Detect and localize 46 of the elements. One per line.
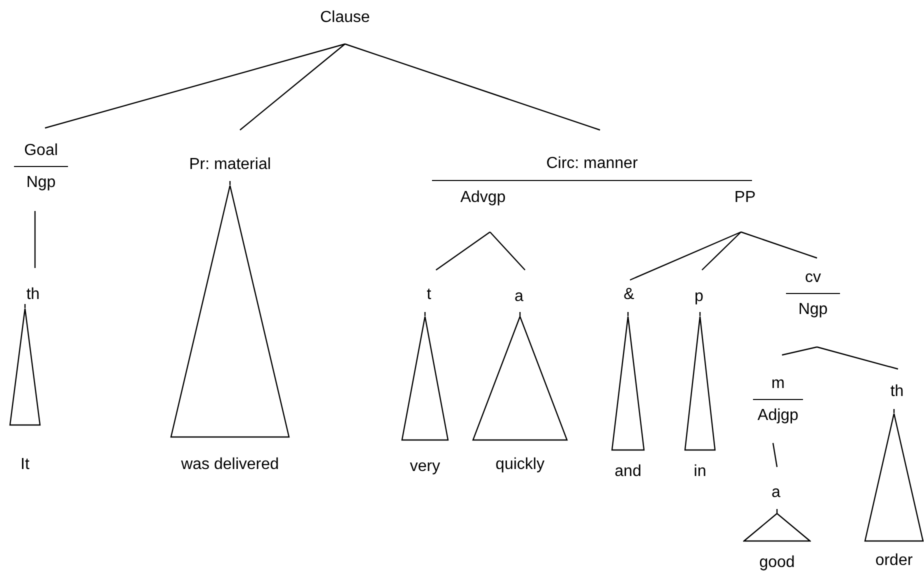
function-label: p [694, 288, 704, 306]
word-label: and [614, 463, 642, 481]
branch-line [816, 346, 898, 370]
word-label: quickly [496, 456, 544, 474]
branch-line [344, 43, 600, 131]
class-label: Ngp [26, 174, 56, 192]
class-label: Ngp [798, 301, 828, 319]
function-label: a [514, 288, 524, 306]
branch-line [627, 312, 629, 316]
branch-line [24, 304, 26, 308]
word-label: was delivered [181, 456, 279, 474]
branch-line [630, 231, 742, 281]
branch-line [44, 43, 346, 129]
branch-line [490, 232, 526, 270]
branch-line [782, 346, 818, 356]
function-label: Pr: material [189, 156, 271, 174]
branch-line [519, 312, 521, 316]
branch-line [240, 44, 346, 130]
function-label: m [771, 375, 785, 393]
function-label: th [890, 383, 904, 401]
function-label: Clause [320, 9, 370, 27]
branch-line [702, 232, 742, 270]
branch-line [34, 211, 36, 268]
function-label: t [426, 286, 432, 304]
function-label: cv [805, 269, 821, 287]
branch-line [776, 509, 778, 513]
function-label: & [624, 286, 634, 304]
function-label: Circ: manner [546, 155, 638, 173]
function-label: th [26, 286, 40, 304]
word-label: It [20, 456, 30, 474]
branch-line [699, 312, 701, 316]
word-label: order [875, 552, 913, 570]
class-label: Adjgp [758, 407, 798, 425]
function-label: Advgp [460, 189, 506, 207]
branch-line [424, 312, 426, 316]
function-label: Goal [24, 142, 58, 160]
word-label: good [759, 554, 795, 571]
function-label: a [772, 484, 780, 502]
branch-line [229, 181, 231, 185]
branch-line [893, 409, 895, 413]
branch-line [772, 442, 778, 468]
function-label: PP [734, 189, 756, 207]
branch-line [740, 231, 818, 259]
branch-line [436, 232, 490, 270]
word-label: in [694, 463, 706, 481]
word-label: very [410, 458, 440, 476]
